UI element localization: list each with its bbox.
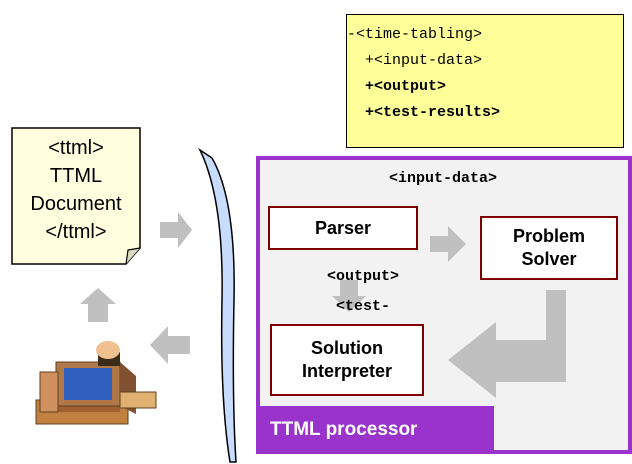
brace-shape bbox=[198, 147, 237, 463]
processor-title-tab: TTML processor bbox=[256, 406, 494, 454]
parser-node: Parser bbox=[268, 206, 418, 250]
arrow-user-to-doc bbox=[80, 288, 116, 322]
xml-structure-note: -<time-tabling> +<input-data> +<output> … bbox=[346, 14, 624, 148]
doc-line-ttml: TTML bbox=[49, 165, 103, 187]
ttml-document: <ttml> TTML Document </ttml> bbox=[12, 128, 140, 264]
xml-line-output: +<output> bbox=[347, 78, 447, 95]
doc-line-close: </ttml> bbox=[45, 221, 107, 243]
test-tag: <test- bbox=[335, 298, 390, 315]
document-fold bbox=[125, 247, 141, 265]
solver-label-line2: Solver bbox=[521, 249, 577, 269]
doc-line-open: <ttml> bbox=[48, 137, 104, 159]
interpreter-label-line1: Solution bbox=[311, 338, 383, 358]
arrow-parser-to-solver bbox=[430, 226, 466, 262]
arrow-doc-to-processor bbox=[160, 212, 192, 248]
parser-label: Parser bbox=[314, 217, 372, 238]
xml-line-root: -<time-tabling> bbox=[347, 26, 483, 43]
arrow-parser-down bbox=[332, 280, 366, 312]
output-tag: <output> bbox=[326, 268, 399, 285]
input-data-tag: <input-data> bbox=[388, 170, 498, 187]
xml-line-test-results: +<test-results> bbox=[347, 104, 501, 121]
doc-line-document: Document bbox=[30, 193, 122, 215]
arrow-processor-to-user bbox=[150, 326, 190, 364]
xml-line-input: +<input-data> bbox=[347, 52, 483, 69]
problem-solver-node: Problem Solver bbox=[480, 216, 618, 280]
solver-label-line1: Problem bbox=[512, 226, 586, 246]
processor-title: TTML processor bbox=[270, 419, 418, 440]
solution-interpreter-node: Solution Interpreter bbox=[270, 324, 424, 396]
interpreter-label-line2: Interpreter bbox=[301, 361, 393, 381]
computer-user-icon bbox=[35, 341, 157, 425]
arrow-solver-to-interpreter bbox=[448, 290, 566, 398]
